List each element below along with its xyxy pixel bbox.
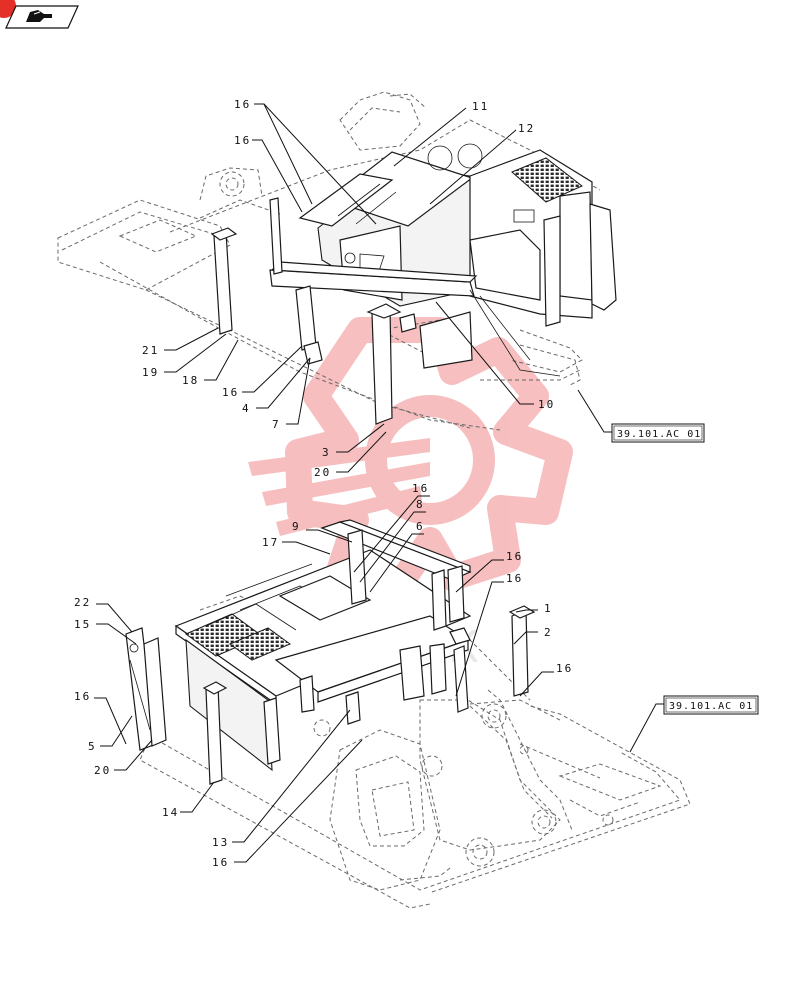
upper-frame: [210, 197, 561, 425]
callout-14: 14: [162, 806, 179, 819]
callout-16: 16: [412, 482, 429, 495]
upper-leader-lines: [164, 103, 612, 473]
upper-hood-panels: [298, 151, 474, 307]
lower-reference-link[interactable]: 39.101.AC 01: [663, 695, 759, 715]
reference-code: 39.101.AC 01: [669, 701, 753, 712]
callout-16: 16: [74, 690, 91, 703]
upper-reference-link[interactable]: 39.101.AC 01: [611, 423, 705, 443]
callout-8: 8: [416, 498, 425, 511]
lower-boom-outline: [419, 689, 573, 867]
callout-1: 1: [544, 602, 553, 615]
callout-17: 17: [262, 536, 279, 549]
callout-7: 7: [272, 418, 281, 431]
callout-16: 16: [234, 98, 251, 111]
lower-assembly: 16 8 9 6 17 16 16 22 15 1 2 16 16 5 20 1…: [74, 482, 759, 909]
callout-21: 21: [142, 344, 159, 357]
lower-rear-frame: [320, 519, 472, 631]
callout-11: 11: [472, 100, 489, 113]
callout-22: 22: [74, 596, 91, 609]
callout-16: 16: [234, 134, 251, 147]
callout-18: 18: [182, 374, 199, 387]
callout-6: 6: [416, 520, 425, 533]
hand-pointer-icon: [26, 10, 52, 22]
nav-badge[interactable]: [0, 0, 82, 34]
lower-callouts: 16 8 9 6 17 16 16 22 15 1 2 16 16 5 20 1…: [74, 482, 573, 869]
callout-20: 20: [314, 466, 331, 479]
callout-9: 9: [292, 520, 301, 533]
callout-16: 16: [212, 856, 229, 869]
callout-12: 12: [518, 122, 535, 135]
callout-16: 16: [506, 550, 523, 563]
lower-posts: [202, 605, 536, 785]
lower-cab-outline: [313, 719, 451, 891]
callout-5: 5: [88, 740, 97, 753]
callout-20: 20: [94, 764, 111, 777]
callout-16: 16: [222, 386, 239, 399]
lower-leader-lines: [94, 495, 664, 863]
callout-3: 3: [322, 446, 331, 459]
callout-2: 2: [544, 626, 553, 639]
callout-4: 4: [242, 402, 251, 415]
callout-19: 19: [142, 366, 159, 379]
lower-deck: [174, 549, 472, 772]
upper-callouts: 16 11 16 12 21 19 18 16 4 7 10 3 20: [142, 98, 555, 479]
reference-code: 39.101.AC 01: [617, 429, 701, 440]
lower-platform: [274, 615, 470, 713]
callout-16: 16: [506, 572, 523, 585]
callout-16: 16: [556, 662, 573, 675]
upper-assembly: 16 11 16 12 21 19 18 16 4 7 10 3 20 39.1…: [57, 91, 705, 479]
callout-13: 13: [212, 836, 229, 849]
callout-15: 15: [74, 618, 91, 631]
lower-side-panels: [125, 627, 167, 751]
watermark-gear-icon: [248, 317, 573, 603]
callout-10: 10: [538, 398, 555, 411]
